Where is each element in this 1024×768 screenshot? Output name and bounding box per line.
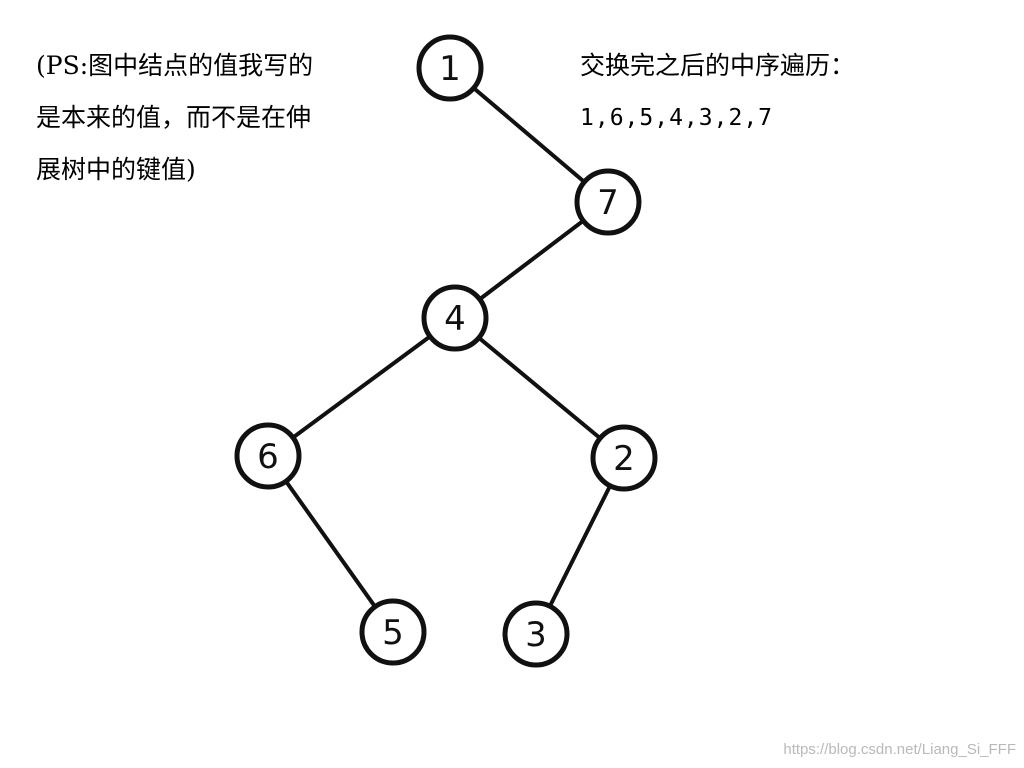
tree-node-7: 7 [574,168,642,236]
node-circle [574,168,642,236]
traversal-title: 交换完之后的中序遍历： [580,51,856,80]
note-line-1: (PS:图中结点的值我写的 [36,51,314,80]
node-label: 1 [439,49,461,89]
tree-node-3: 3 [502,600,570,668]
tree-node-4: 4 [421,284,489,352]
node-label: 7 [597,183,619,223]
node-label: 2 [613,439,635,479]
node-circle [502,600,570,668]
traversal-block: 交换完之后的中序遍历： 1,6,5,4,3,2,7 [580,40,855,144]
edge-n1-n7 [448,66,610,204]
tree-node-6: 6 [234,422,302,490]
watermark-text: https://blog.csdn.net/Liang_Si_FFF [783,741,1016,758]
node-circle [590,424,658,492]
edge-n6-n5 [266,454,395,634]
node-circle [234,422,302,490]
tree-edges [266,66,626,636]
node-circle [416,34,484,102]
node-label: 5 [382,613,404,653]
tree-node-2: 2 [590,424,658,492]
tree-node-5: 5 [359,598,427,666]
node-label: 3 [525,615,547,655]
note-text: (PS:图中结点的值我写的 是本来的值，而不是在伸 展树中的键值) [36,40,376,196]
node-circle [421,284,489,352]
node-circle [359,598,427,666]
node-label: 6 [257,437,279,477]
edge-n4-n6 [266,316,457,458]
node-label: 4 [444,299,466,339]
tree-node-1: 1 [416,34,484,102]
note-line-2: 是本来的值，而不是在伸 [36,103,312,132]
edge-n4-n2 [453,316,626,460]
traversal-sequence: 1,6,5,4,3,2,7 [580,105,774,131]
tree-nodes: 1 7 4 6 2 5 3 [234,34,658,668]
note-line-3: 展树中的键值) [36,155,196,184]
